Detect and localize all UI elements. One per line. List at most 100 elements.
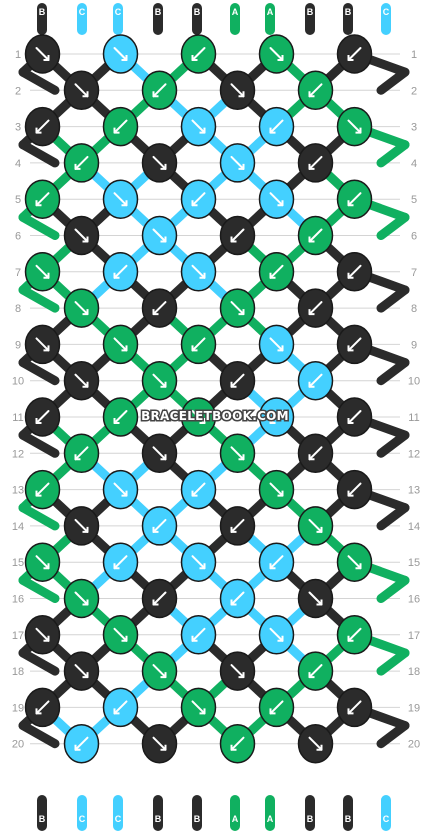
knot (102, 469, 139, 510)
row-number-right: 13 (408, 485, 420, 497)
row-number-left: 10 (12, 376, 24, 388)
row-number-left: 11 (12, 412, 23, 424)
strand-label: B (39, 7, 46, 17)
knot (180, 324, 217, 365)
row-number-left: 9 (15, 339, 21, 351)
knot (336, 252, 373, 292)
strand-label: B (194, 7, 201, 17)
arrow-down-left-icon (269, 264, 284, 279)
arrow-down-right-icon (113, 47, 128, 61)
arrow-down-right-icon (308, 736, 323, 751)
knot (63, 143, 100, 183)
arrow-down-right-icon (74, 301, 89, 316)
thread-segment (376, 503, 410, 531)
arrow-down-left-icon (35, 410, 50, 424)
knot (297, 143, 334, 183)
knot (141, 360, 178, 401)
row-number-left: 18 (12, 666, 24, 678)
knot (258, 397, 295, 437)
arrow-down-left-icon (308, 155, 323, 170)
arrow-head-icon (121, 55, 128, 61)
arrow-head-icon (113, 708, 120, 715)
knot (219, 70, 256, 111)
knot (141, 506, 178, 546)
arrow-down-right-icon (269, 192, 284, 207)
row-number-left: 19 (12, 702, 24, 714)
arrow-down-right-icon (113, 337, 128, 352)
arrow-down-right-icon (74, 518, 89, 533)
knot (258, 615, 295, 655)
arrow-head-icon (35, 418, 42, 424)
thread-segment (376, 721, 410, 749)
thread-segment (18, 430, 60, 458)
arrow-head-icon (113, 418, 120, 424)
knot (24, 252, 61, 292)
thread-segment (376, 67, 410, 95)
arrow-head-icon (277, 200, 284, 207)
arrow-head-icon (277, 345, 284, 352)
thread-segment (376, 648, 410, 676)
arrow-head-icon (199, 563, 206, 570)
arrow-head-icon (113, 127, 120, 134)
strand-label: B (155, 7, 162, 17)
arrow-down-left-icon (308, 664, 323, 679)
row-number-right: 7 (411, 267, 417, 279)
thread-segment (18, 721, 60, 749)
arrow-head-icon (230, 599, 237, 606)
arrow-head-icon (269, 272, 276, 279)
arrow-head-icon (347, 200, 354, 207)
arrow-down-right-icon (152, 736, 167, 751)
knot (180, 469, 217, 510)
arrow-down-left-icon (74, 446, 89, 461)
knot (63, 506, 100, 546)
row-number-right: 6 (411, 231, 417, 243)
knot (141, 143, 178, 183)
arrow-head-icon (269, 708, 276, 715)
arrow-down-left-icon (152, 301, 167, 316)
arrow-down-right-icon (230, 83, 245, 98)
knot (297, 215, 334, 256)
arrow-head-icon (230, 236, 237, 243)
knot (63, 70, 100, 111)
arrow-head-icon (191, 55, 198, 61)
arrow-down-right-icon (347, 555, 362, 570)
arrow-down-left-icon (230, 373, 245, 388)
knot (180, 615, 217, 655)
arrow-down-right-icon (347, 119, 362, 134)
knot (297, 288, 334, 328)
arrow-down-left-icon (152, 518, 167, 533)
arrow-head-icon (308, 163, 315, 170)
knot (258, 106, 295, 147)
row-number-right: 8 (411, 303, 417, 315)
knot (336, 324, 373, 365)
row-number-right: 15 (408, 557, 420, 569)
arrow-down-left-icon (269, 119, 284, 134)
strand-label: B (345, 814, 352, 824)
strand-label: C (79, 7, 86, 17)
knot (297, 70, 334, 111)
knot (141, 578, 178, 619)
arrow-head-icon (152, 309, 159, 316)
arrow-down-right-icon (74, 373, 89, 388)
arrow-head-icon (355, 127, 362, 134)
row-number-right: 12 (408, 448, 420, 460)
knot (102, 324, 139, 365)
arrow-head-icon (35, 200, 42, 207)
row-number-right: 19 (408, 702, 420, 714)
knot (141, 288, 178, 328)
arrow-head-icon (113, 272, 120, 279)
knot (219, 288, 256, 328)
row-number-right: 4 (411, 158, 417, 170)
knot (102, 34, 139, 74)
row-number-left: 17 (12, 630, 24, 642)
arrow-down-right-icon (269, 482, 284, 497)
arrow-down-left-icon (308, 83, 323, 98)
arrow-head-icon (347, 418, 354, 424)
arrow-down-right-icon (230, 446, 245, 461)
row-number-right: 18 (408, 666, 420, 678)
thread-segment (376, 140, 410, 168)
arrow-down-left-icon (269, 410, 284, 424)
arrow-head-icon (160, 672, 167, 679)
arrow-head-icon (43, 55, 50, 61)
arrow-head-icon (347, 490, 354, 497)
